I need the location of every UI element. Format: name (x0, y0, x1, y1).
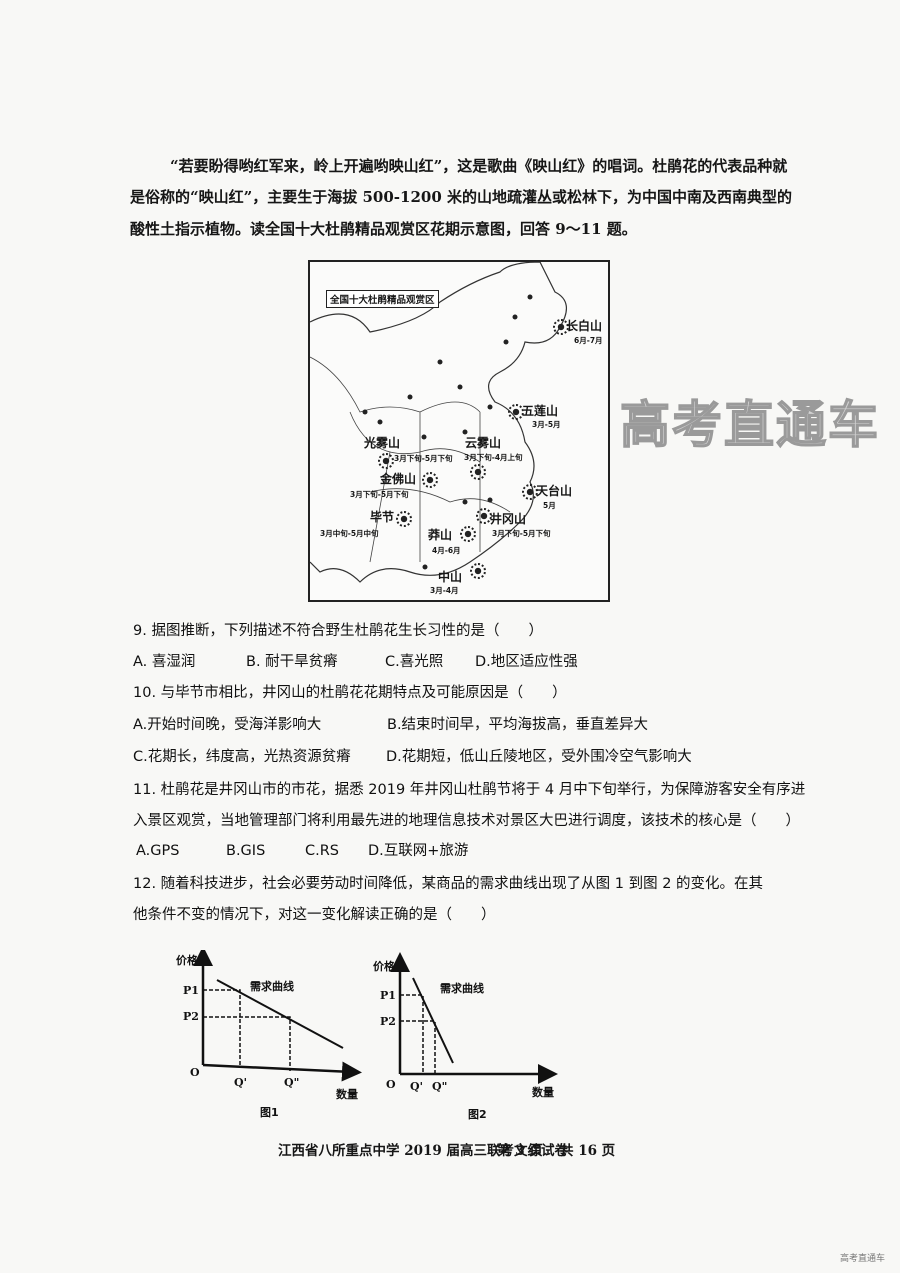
site-label: 云雾山 (465, 436, 502, 450)
question-10-stem: 10. 与毕节市相比，井冈山的杜鹃花花期特点及可能原因是（ ） (133, 685, 567, 701)
question-12-stem: 12. 随着科技进步，社会必要劳动时间降低，某商品的需求曲线出现了从图 1 到图… (133, 876, 764, 892)
site-period: 3月下旬-5月下旬 (350, 490, 409, 499)
footer-page: 第 3 页 (497, 1143, 543, 1159)
watermark: 高考直通车 (619, 396, 880, 454)
question-9-stem: 9. 据图推断，下列描述不符合野生杜鹃花生长习性的是（ ） (133, 623, 543, 639)
site-label: 毕节 (370, 510, 395, 524)
graph-2: 价格 P1 P2 需求曲线 O Q' Q" 数量 图2 (373, 952, 558, 1121)
intro-line: 是俗称的“映山红”，主要生于海拔 500-1200 米的山地疏灌丛或松林下，为中… (130, 188, 792, 206)
flower-marker-icon (553, 319, 569, 335)
site-period: 3月下旬-5月下旬 (394, 454, 453, 463)
figure-caption: 图2 (468, 1108, 487, 1121)
flower-marker-icon (470, 563, 486, 579)
option[interactable]: C.RS (305, 843, 340, 859)
site-label: 长白山 (566, 319, 603, 333)
site-label: 天台山 (536, 484, 573, 498)
flower-marker-icon (476, 508, 492, 524)
flower-marker-icon (378, 453, 394, 469)
site-period: 3月-5月 (532, 420, 561, 429)
demand-graphs: 价格 P1 P2 需求曲线 O Q' Q" 数量 图1 价格 P1 P2 需求曲… (176, 950, 558, 1121)
y-axis-label: 价格 (373, 959, 396, 973)
flower-marker-icon (396, 511, 412, 527)
intro-line: “若要盼得哟红军来，岭上开遍哟映山红”，这是歌曲《映山红》的唱词。杜鹃花的代表品… (170, 157, 788, 175)
site-period: 3月中旬-5月中旬 (320, 529, 379, 538)
site-period: 3月-4月 (430, 586, 459, 595)
corner-watermark: 高考直通车 (840, 1254, 886, 1264)
flower-marker-icon (508, 404, 524, 420)
option[interactable]: D.互联网+旅游 (368, 843, 469, 859)
option[interactable]: B.GIS (226, 843, 266, 859)
p2-label: P2 (380, 1015, 396, 1028)
question-12-stem: 他条件不变的情况下，对这一变化解读正确的是（ ） (133, 907, 496, 923)
site-label: 中山 (438, 570, 463, 584)
curve-label: 需求曲线 (440, 981, 484, 995)
site-period: 5月 (543, 501, 556, 510)
x-axis-label: 数量 (532, 1085, 554, 1099)
curve-label: 需求曲线 (250, 979, 294, 993)
site-period: 3月下旬-5月下旬 (492, 529, 551, 538)
option[interactable]: C.花期长，纬度高，光热资源贫瘠 (133, 749, 351, 765)
site-period: 4月-6月 (432, 546, 461, 555)
option[interactable]: A.开始时间晚，受海洋影响大 (133, 717, 322, 733)
option[interactable]: A. 喜湿润 (133, 654, 196, 670)
x-axis-label: 数量 (336, 1087, 358, 1101)
graph-1: 价格 P1 P2 需求曲线 O Q' Q" 数量 图1 (176, 950, 362, 1119)
origin-label: O (386, 1078, 396, 1091)
option[interactable]: D.花期短，低山丘陵地区，受外围冷空气影响大 (386, 749, 692, 765)
site-period: 3月下旬-4月上旬 (464, 453, 523, 462)
question-11-stem: 11. 杜鹃花是井冈山市的市花，据悉 2019 年井冈山杜鹃节将于 4 月中下旬… (133, 782, 806, 798)
p1-label: P1 (183, 984, 199, 997)
site-label: 光雾山 (364, 436, 401, 450)
figure-caption: 图1 (260, 1106, 279, 1119)
demand-curve (216, 979, 344, 1049)
q1-label: Q' (234, 1076, 247, 1089)
option[interactable]: D.地区适应性强 (475, 654, 578, 670)
site-label: 金佛山 (380, 472, 417, 486)
site-label: 莽山 (428, 528, 453, 542)
p1-label: P1 (380, 989, 396, 1002)
question-11-stem: 入景区观赏，当地管理部门将利用最先进的地理信息技术对景区大巴进行调度，该技术的核… (133, 813, 800, 829)
option[interactable]: B. 耐干旱贫瘠 (246, 654, 338, 670)
footer-total: 共 16 页 (560, 1143, 616, 1159)
map-outline (310, 262, 567, 583)
origin-label: O (190, 1066, 200, 1079)
site-label: 五莲山 (522, 404, 559, 418)
flower-marker-icon (460, 526, 476, 542)
option[interactable]: B.结束时间早，平均海拔高，垂直差异大 (387, 717, 649, 733)
map-title: 全国十大杜鹃精品观赏区 (326, 290, 439, 308)
site-period: 6月-7月 (574, 336, 603, 345)
flower-marker-icon (470, 464, 486, 480)
q2-label: Q" (284, 1076, 299, 1089)
p2-label: P2 (183, 1010, 199, 1023)
footer-exam-title: 江西省八所重点中学 2019 届高三联考文综试卷 (278, 1143, 568, 1159)
option[interactable]: A.GPS (136, 843, 180, 859)
y-axis-label: 价格 (176, 953, 199, 967)
q1-label: Q' (410, 1080, 423, 1093)
azalea-map: 全国十大杜鹃精品观赏区 长白山 6月-7月 五莲山 3月-5月 光雾山 3月下旬… (308, 260, 610, 602)
intro-line: 酸性土指示植物。读全国十大杜鹃精品观赏区花期示意图，回答 9～11 题。 (130, 220, 637, 238)
flower-marker-icon (522, 484, 538, 500)
option[interactable]: C.喜光照 (385, 654, 444, 670)
site-label: 井冈山 (490, 512, 527, 526)
q2-label: Q" (432, 1080, 447, 1093)
flower-marker-icon (422, 472, 438, 488)
